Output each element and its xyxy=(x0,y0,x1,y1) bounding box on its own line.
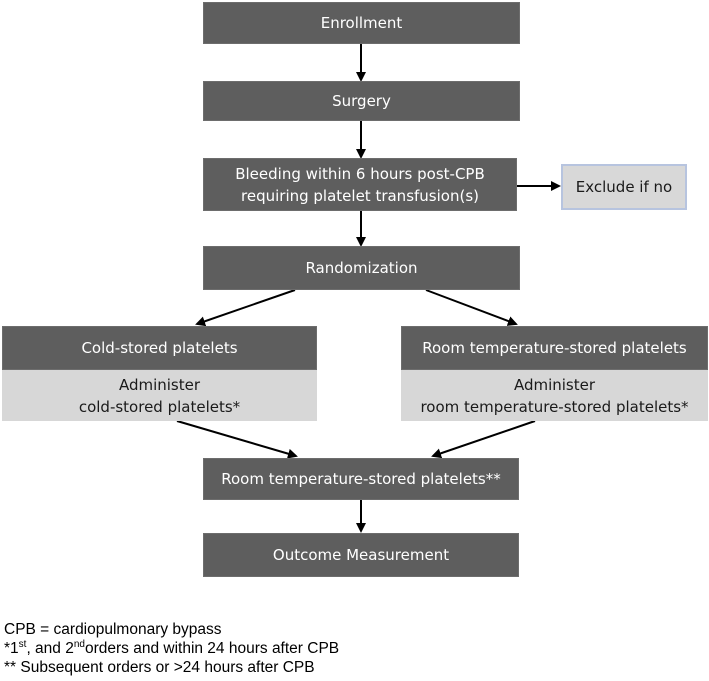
footnote-1: *1st, and 2ndorders and within 24 hours … xyxy=(4,639,339,658)
arrow-randomization-to-room xyxy=(425,289,518,326)
arrow-cold-to-merge xyxy=(176,420,298,459)
room-stored-body-box: Administer room temperature-stored plate… xyxy=(401,370,708,421)
randomization-box: Randomization xyxy=(203,246,520,290)
room-stored-body-line2: room temperature-stored platelets* xyxy=(420,397,689,416)
exclude-label: Exclude if no xyxy=(575,178,673,196)
footnote-2: ** Subsequent orders or >24 hours after … xyxy=(4,659,315,676)
cold-stored-body-line2: cold-stored platelets* xyxy=(78,397,241,416)
bleeding-label-line1: Bleeding within 6 hours post-CPB xyxy=(235,164,485,183)
cold-stored-body-box: Administer cold-stored platelets* xyxy=(2,370,317,421)
cold-stored-body-line1: Administer xyxy=(118,375,201,394)
footnote-1-sup-nd: nd xyxy=(73,638,85,650)
footnotes: CPB = cardiopulmonary bypass *1st, and 2… xyxy=(4,620,339,677)
cold-stored-header-box: Cold-stored platelets xyxy=(2,326,317,370)
room-stored-header-box: Room temperature-stored platelets xyxy=(401,326,708,370)
footnote-cpb: CPB = cardiopulmonary bypass xyxy=(4,621,222,638)
arrow-randomization-to-cold xyxy=(195,289,296,327)
room-stored-body-line1: Administer xyxy=(513,375,596,394)
footnote-1-mid: , and 2 xyxy=(26,640,74,657)
enrollment-box: Enrollment xyxy=(203,2,520,44)
room-stored-header-label: Room temperature-stored platelets xyxy=(422,339,687,357)
surgery-label: Surgery xyxy=(332,92,391,110)
room-stored-merge-box: Room temperature-stored platelets** xyxy=(203,458,519,500)
footnote-1-prefix: *1 xyxy=(4,640,19,657)
randomization-label: Randomization xyxy=(305,259,418,277)
bleeding-label-line2: requiring platelet transfusion(s) xyxy=(241,186,479,205)
room-stored-merge-label: Room temperature-stored platelets** xyxy=(221,470,501,488)
bleeding-box: Bleeding within 6 hours post-CPB requiri… xyxy=(203,158,517,211)
arrow-room-to-merge xyxy=(431,420,536,459)
cold-stored-header-label: Cold-stored platelets xyxy=(81,339,238,357)
enrollment-label: Enrollment xyxy=(320,14,403,32)
surgery-box: Surgery xyxy=(203,81,520,121)
exclude-box: Exclude if no xyxy=(561,164,687,210)
footnote-1-sup-st: st xyxy=(18,638,27,650)
outcome-label: Outcome Measurement xyxy=(272,546,450,564)
footnote-1-suffix: orders and within 24 hours after CPB xyxy=(84,640,340,657)
outcome-box: Outcome Measurement xyxy=(203,533,519,577)
